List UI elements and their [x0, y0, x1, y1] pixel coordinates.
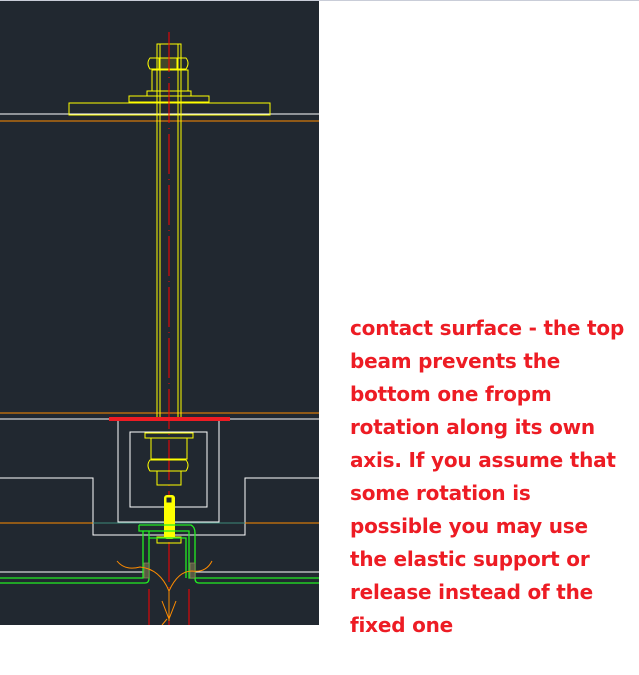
bottom-nut [144, 432, 194, 486]
annotation-text: contact surface - the top beam prevents … [350, 316, 625, 637]
window-top-border [0, 0, 639, 1]
threaded-rod [156, 44, 182, 419]
cad-drawing-panel [0, 1, 319, 625]
contact-surface [109, 417, 230, 421]
weld-hatch [143, 562, 196, 579]
u-bracket [0, 524, 319, 584]
weld-symbol [116, 560, 213, 625]
bottom-beam [0, 418, 319, 573]
screw [156, 495, 182, 544]
cad-drawing [0, 32, 319, 625]
